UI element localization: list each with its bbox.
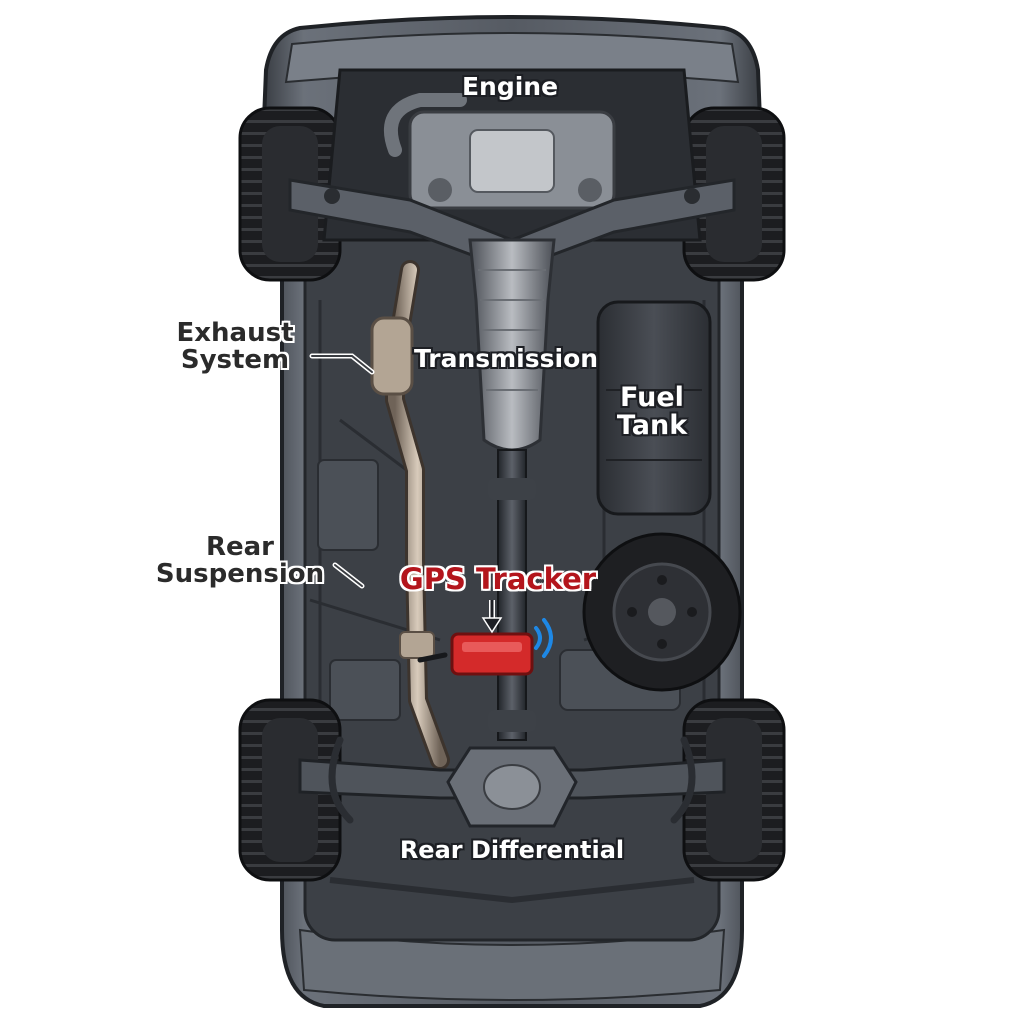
leader-lines <box>309 353 375 589</box>
rear-right-tire <box>682 698 786 882</box>
rear-axle <box>298 736 726 904</box>
engine-assembly <box>288 68 736 272</box>
label-gps-tracker: GPS Tracker <box>399 562 597 596</box>
spare-tire <box>582 532 742 692</box>
label-transmission: Transmission <box>413 344 599 373</box>
label-rear-suspension: Rear Suspension <box>155 532 325 590</box>
rear-differential-housing <box>446 746 578 828</box>
label-fuel-tank: Fuel Tank <box>616 382 688 442</box>
signal-icon <box>534 618 553 658</box>
label-engine: Engine <box>461 72 559 101</box>
rear-left-tire <box>238 698 342 882</box>
gps-tracker-device <box>417 632 534 676</box>
arrow-down-icon <box>481 600 503 634</box>
label-exhaust-system: Exhaust System <box>176 318 294 376</box>
fuel-tank <box>596 300 712 516</box>
exhaust-pipe <box>370 260 450 770</box>
label-rear-differential: Rear Differential <box>399 836 625 864</box>
driveshaft <box>488 449 536 741</box>
